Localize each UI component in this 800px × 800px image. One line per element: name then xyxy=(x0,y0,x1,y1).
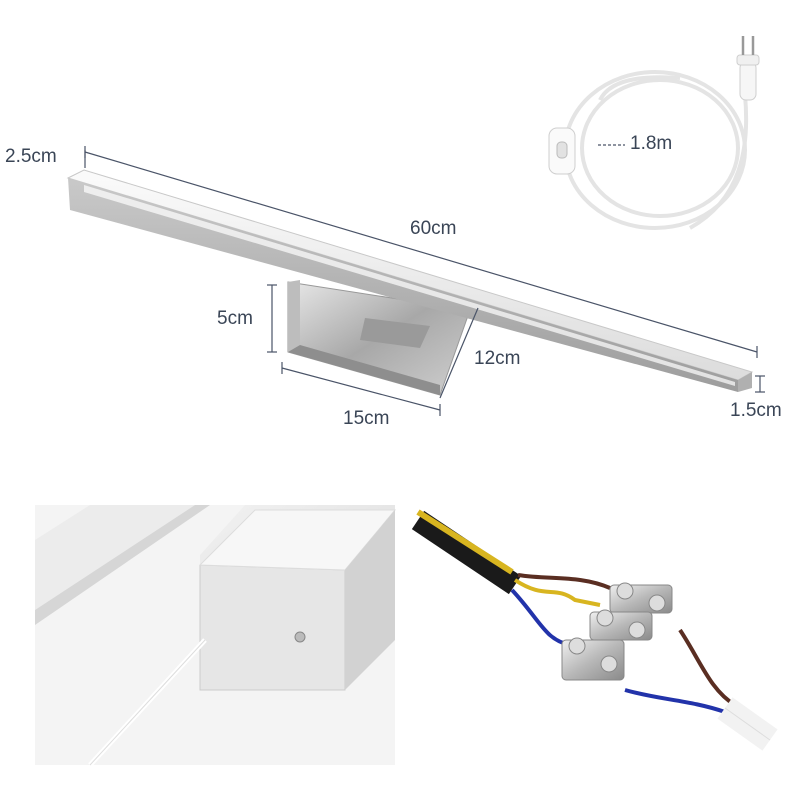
depth-label: 2.5cm xyxy=(5,146,57,167)
bracket-depth-label: 12cm xyxy=(474,348,521,369)
length-label: 60cm xyxy=(410,218,457,239)
terminal-block-connectors xyxy=(561,582,673,681)
wiring-detail-photo xyxy=(411,509,778,751)
bracket-detail-photo xyxy=(35,505,397,767)
lamp-bar xyxy=(66,169,754,392)
wall-bracket xyxy=(287,280,471,396)
bar-height-label: 1.5cm xyxy=(730,400,782,421)
inline-switch-icon xyxy=(548,127,576,175)
bracket-height-label: 5cm xyxy=(217,308,253,329)
dimension-lines xyxy=(84,144,765,416)
cable-length-label: 1.8m xyxy=(630,133,673,154)
plug-icon xyxy=(736,36,760,101)
bracket-width-label: 15cm xyxy=(343,408,390,429)
